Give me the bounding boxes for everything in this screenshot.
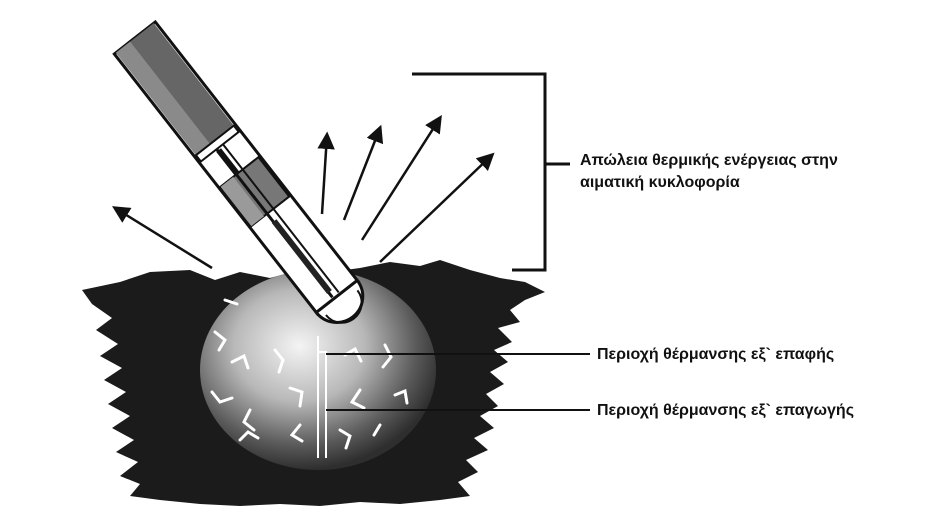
ablation-probe-icon [112,19,365,324]
heat-loss-label: Απώλεια θερμικής ενέργειας στην αιματική… [580,150,838,194]
zone-boundaries [317,336,327,458]
contact-heating-label: Περιοχή θέρμανσης εξ` επαφής [597,346,835,363]
conduction-heating-label: Περιοχή θέρμανσης εξ` επαγωγής [597,402,855,419]
heat-arrow-left [112,206,213,270]
heat-arrow-icon [112,115,495,270]
heat-arrow-3 [360,115,442,241]
heat-loss-label-line1: Απώλεια θερμικής ενέργειας στην [580,152,838,169]
heat-arrow-1 [317,131,335,215]
heat-arrow-4 [379,152,495,263]
heat-loss-bracket [412,72,570,272]
lesion-texture [210,298,409,450]
heat-arrow-2 [342,124,384,221]
heat-loss-label-line2: αιματική κυκλοφορία [580,174,740,191]
